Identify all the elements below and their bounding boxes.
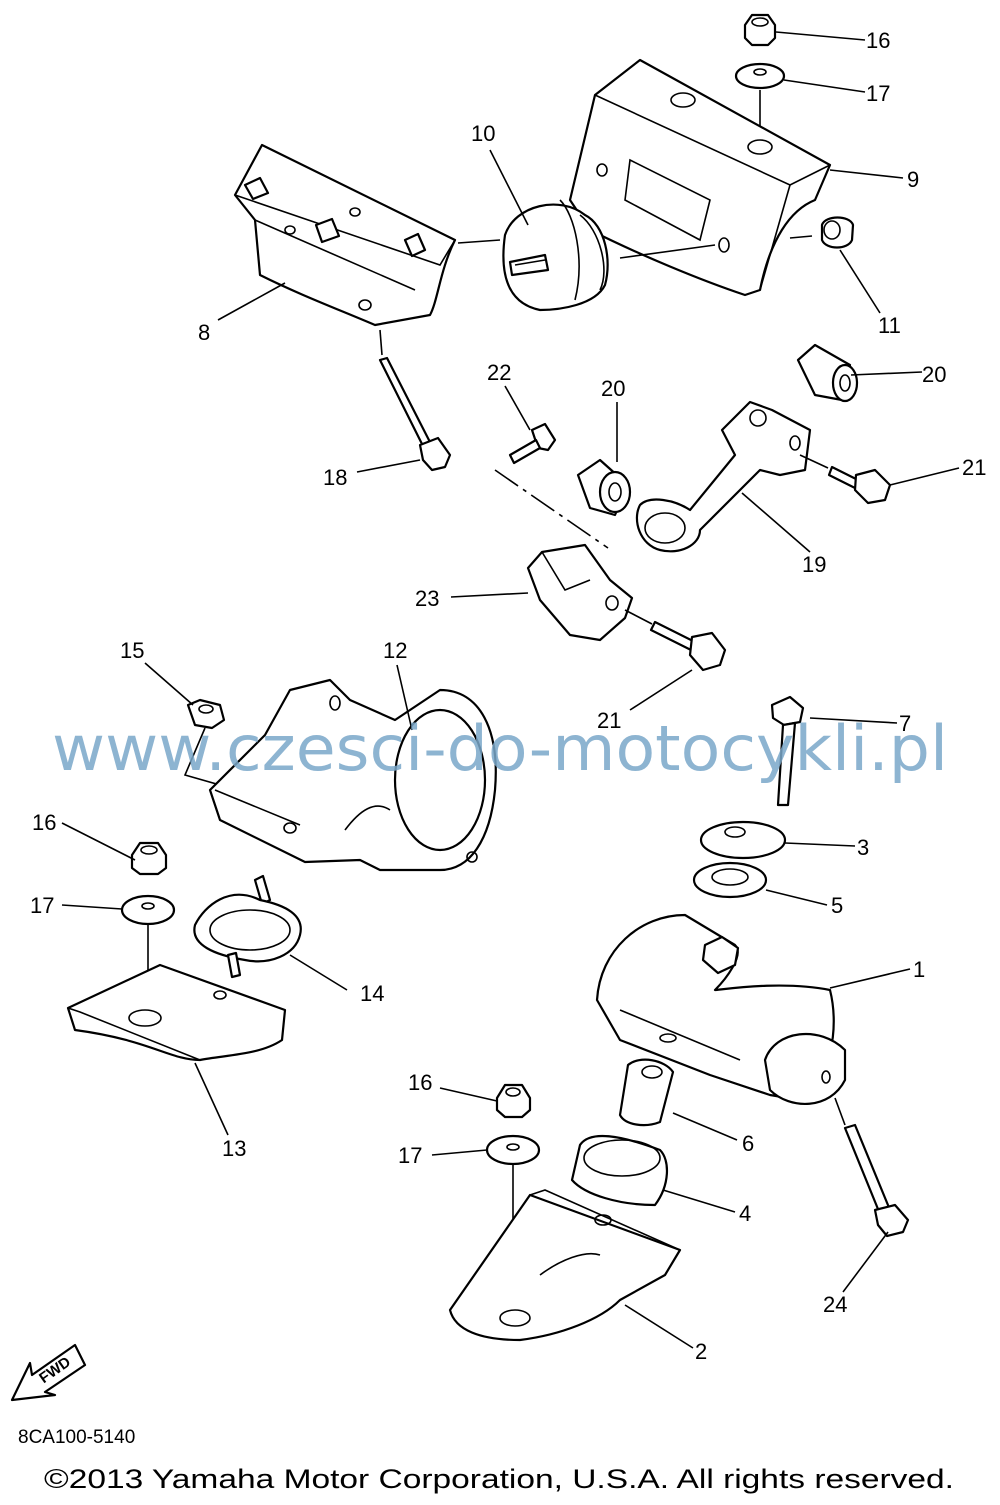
- callout-21-right: 21: [962, 455, 986, 480]
- part-16-nut-bottom: [495, 1083, 532, 1119]
- callout-21-lower: 21: [597, 708, 621, 733]
- callout-1: 1: [913, 957, 925, 982]
- part-16-nut-left: [130, 841, 168, 876]
- fwd-arrow-icon: FWD: [10, 1343, 87, 1402]
- callout-4: 4: [739, 1201, 751, 1226]
- callout-17-bottom: 17: [398, 1143, 422, 1168]
- part-22-bolt: [508, 422, 557, 465]
- part-17-washer-top: [734, 62, 786, 90]
- callout-14: 14: [360, 981, 384, 1006]
- part-23-bracket: [526, 543, 634, 642]
- part-7-bolt: [770, 695, 805, 807]
- callout-11: 11: [878, 313, 901, 338]
- part-11-collar: [820, 216, 855, 249]
- callout-16: 16: [866, 28, 890, 53]
- watermark-text: www.czesci-do-motocykli.pl: [52, 712, 948, 785]
- callout-20-left: 20: [601, 376, 625, 401]
- diagram-code: 8CA100-5140: [18, 1427, 135, 1448]
- part-13-bracket: [66, 963, 287, 1062]
- callout-6: 6: [742, 1131, 754, 1156]
- callout-17-left: 17: [30, 893, 54, 918]
- callout-17: 17: [866, 81, 890, 106]
- callout-22: 22: [487, 360, 511, 385]
- callout-7: 7: [899, 711, 911, 736]
- part-18-bolt: [378, 356, 452, 472]
- callout-16-left: 16: [32, 810, 56, 835]
- callout-18: 18: [323, 465, 347, 490]
- callout-16-bottom: 16: [408, 1070, 432, 1095]
- part-21-bolt-lower: [649, 620, 727, 672]
- part-1-bracket: [595, 913, 847, 1106]
- callout-24: 24: [823, 1292, 847, 1317]
- callout-10: 10: [471, 121, 495, 146]
- part-9-bracket: [568, 58, 832, 297]
- callout-12: 12: [383, 638, 407, 663]
- callout-23: 23: [415, 586, 439, 611]
- callout-15: 15: [120, 638, 144, 663]
- part-20-collar-right: [796, 343, 859, 403]
- part-5-rubber: [692, 861, 768, 899]
- callout-2: 2: [695, 1339, 707, 1364]
- callout-labels: 16 17 9 11 10 8 20 20 22 18 21 19 23 21 …: [30, 28, 986, 1364]
- part-2-bracket: [448, 1189, 682, 1342]
- callout-8: 8: [198, 320, 210, 345]
- part-17-washer-bottom: [485, 1134, 541, 1166]
- part-6-collar: [618, 1058, 675, 1127]
- callout-3: 3: [857, 835, 869, 860]
- part-19-link-arm: [635, 400, 812, 553]
- callout-5: 5: [831, 893, 843, 918]
- part-10-rubber-mount: [502, 199, 609, 312]
- part-24-bolt: [843, 1123, 910, 1238]
- part-17-washer-left: [120, 894, 176, 926]
- callout-19: 19: [802, 552, 826, 577]
- callout-13: 13: [222, 1136, 246, 1161]
- part-8-bracket: [233, 143, 457, 327]
- part-3-washer: [699, 820, 787, 860]
- part-20-collar-left: [576, 458, 632, 517]
- callout-20-right: 20: [922, 362, 946, 387]
- leader-lines: [61, 31, 960, 1349]
- part-4-rubber: [570, 1134, 669, 1207]
- callout-9: 9: [907, 167, 919, 192]
- part-14-rubber-mount: [193, 874, 302, 979]
- part-15-nut: [186, 698, 226, 730]
- part-16-nut-top: [743, 13, 777, 47]
- copyright-notice: ©2013 Yamaha Motor Corporation, U.S.A. A…: [44, 1464, 954, 1494]
- part-12-bracket: [208, 678, 497, 872]
- part-21-bolt-right: [827, 465, 892, 505]
